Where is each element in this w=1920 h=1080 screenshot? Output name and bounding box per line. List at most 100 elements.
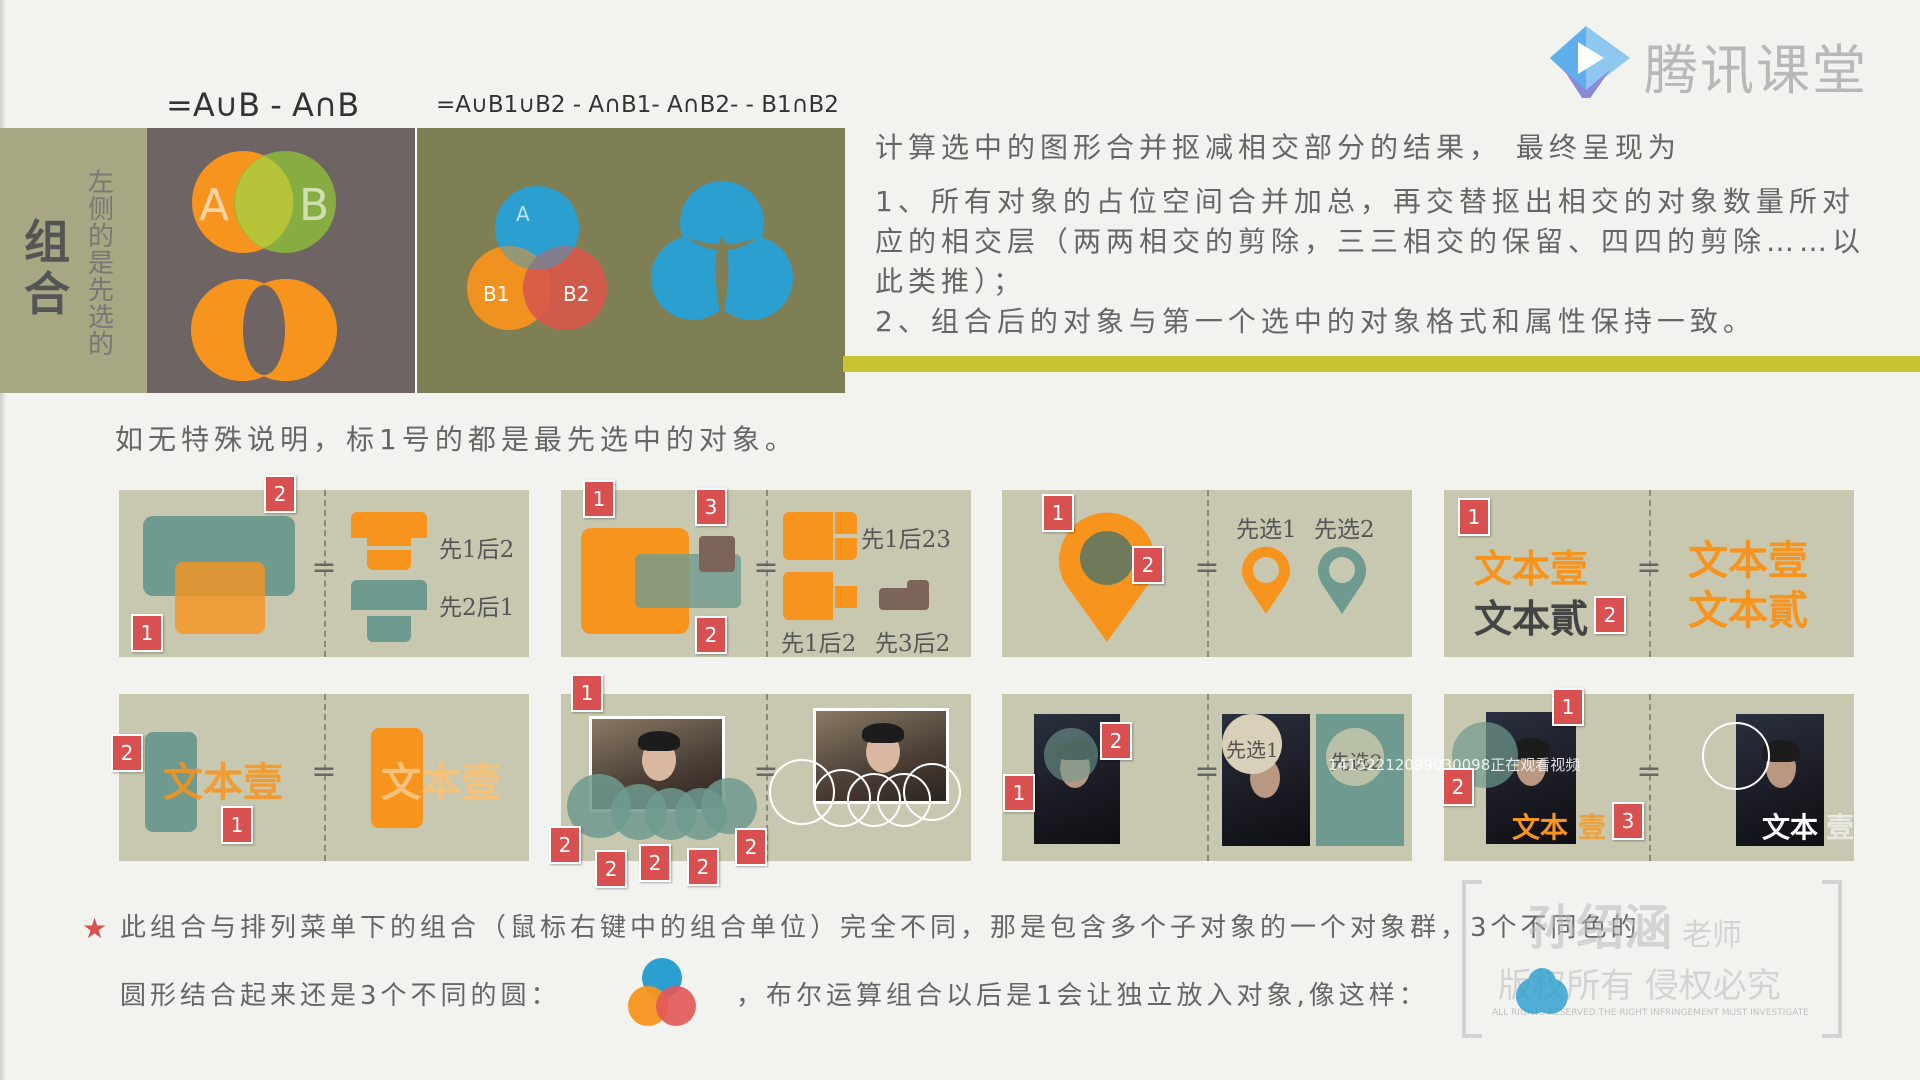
text-two-dark: 文本貳 — [1474, 596, 1589, 641]
equals-sign: = — [1636, 550, 1662, 585]
formula-right: =A∪B1∪B2 - A∩B1- A∩B2- - B1∩B2 — [436, 92, 839, 118]
logo-text: 腾讯课堂 — [1644, 39, 1868, 102]
label-first1-then2: 先1后2 — [781, 631, 857, 657]
card-divider — [324, 490, 326, 657]
teal-circle-overlay — [1044, 728, 1098, 782]
footer-line-2a: 圆形结合起来还是3个不同的圆： — [120, 981, 561, 1011]
tencent-classroom-logo-icon — [1550, 26, 1630, 98]
map-pin-icon-teal — [1318, 546, 1366, 614]
tag-1: 1 — [221, 806, 253, 844]
venn-label-a: A — [199, 180, 230, 231]
label-select2: 先选2 — [1314, 517, 1375, 543]
venn3-label-b1: B1 — [483, 282, 510, 306]
venn3-label-b2: B2 — [563, 282, 590, 306]
label-first3-then2: 先3后2 — [875, 631, 951, 657]
watermark-suffix: 老师 — [1682, 918, 1742, 953]
equals-sign: = — [753, 550, 779, 585]
result-orange-block — [371, 728, 423, 828]
result-orange-shape — [351, 512, 427, 570]
result-shape-32 — [879, 580, 929, 610]
tag-2: 2 — [735, 828, 767, 866]
tag-2: 2 — [1132, 546, 1164, 584]
text-wenben-orange: 文本 — [1512, 811, 1569, 844]
footer-line-1: 此组合与排列菜单下的组合（鼠标右键中的组合单位）完全不同，那是包含多个子对象的一… — [120, 913, 1641, 943]
watermark-circles-icon — [1516, 968, 1568, 1014]
venn-panel-two: A B — [147, 128, 415, 393]
result-text-cutout: 文本壹 — [381, 759, 501, 806]
equals-sign: = — [1636, 754, 1662, 789]
venn-panel-three: A B1 B2 — [415, 128, 845, 393]
example-card-6: 1 2 2 2 2 2 = — [549, 674, 971, 888]
label-first1-then2: 先1后2 — [439, 537, 515, 563]
footer-line-2b: ，布尔运算组合以后是1会让独立放入对象,像这样： — [736, 981, 1429, 1011]
label-first2-then1: 先2后1 — [439, 595, 515, 621]
card-divider — [1207, 490, 1209, 657]
description-line-4: 此类推）； — [875, 265, 1027, 298]
formula-left: =A∪B - A∩B — [166, 86, 360, 124]
result-white-circle-cutout — [1702, 722, 1770, 790]
text-one-orange: 文本壹 — [163, 759, 283, 806]
map-pin-icon-orange — [1242, 546, 1290, 614]
tag-2: 2 — [695, 616, 727, 654]
result-shape-123 — [783, 512, 857, 560]
example-card-5: 文本壹 2 1 = 文本壹 — [111, 694, 529, 861]
sidebar-title: 组合 — [24, 215, 70, 321]
left-edge-shadow — [0, 0, 6, 1080]
equals-sign: = — [311, 754, 337, 789]
tag-3: 3 — [1612, 802, 1644, 840]
description-line-5: 2、组合后的对象与第一个选中的对象格式和属性保持一致。 — [875, 305, 1756, 338]
equals-sign: = — [311, 550, 337, 585]
tag-1: 1 — [1552, 688, 1584, 726]
card-divider — [1649, 694, 1651, 861]
result-hollow-circles — [769, 759, 961, 827]
tag-2: 2 — [595, 850, 627, 888]
sidebar-subtitle: 左侧的是先选的 — [88, 168, 115, 360]
card-divider — [766, 694, 768, 861]
tag-1: 1 — [1458, 498, 1490, 536]
watermark-small: ALL RIGHTS RESERVED.THE RIGHT INFRINGEME… — [1492, 1008, 1809, 1018]
tag-2: 2 — [264, 475, 296, 513]
tag-2: 2 — [549, 826, 581, 864]
three-circles-icon — [628, 958, 696, 1026]
tag-1: 1 — [131, 614, 163, 652]
text-one-orange: 文本壹 — [1474, 546, 1589, 591]
map-pin-shape — [1059, 512, 1155, 642]
result-circle-select2 — [1326, 728, 1384, 786]
result-text-yi: 壹 — [1826, 811, 1855, 844]
tag-2: 2 — [1594, 596, 1626, 634]
tag-3: 3 — [695, 488, 727, 526]
sidebar-panel: 组合 左侧的是先选的 — [0, 128, 147, 393]
equals-sign: = — [1194, 550, 1220, 585]
selection-note: 如无特殊说明，标1号的都是最先选中的对象。 — [115, 423, 798, 456]
description-line-2: 1、所有对象的占位空间合并加总，再交替抠出相交的对象数量所对 — [875, 185, 1855, 218]
tag-1: 1 — [1042, 494, 1074, 532]
tag-1: 1 — [583, 480, 615, 518]
teal-circles-group — [567, 774, 757, 840]
card-divider — [1207, 694, 1209, 861]
viewer-overlay-text: 14152212099030098正在观看视频 — [1328, 756, 1581, 774]
label-select1: 先选1 — [1236, 517, 1297, 543]
example-card-4: 文本壹 文本貳 1 2 = 文本壹 文本貳 — [1444, 490, 1854, 657]
tag-1: 1 — [1003, 774, 1035, 812]
star-icon: ★ — [82, 912, 108, 945]
card-divider — [1649, 490, 1651, 657]
logo: 腾讯课堂 — [1540, 18, 1880, 102]
tag-1: 1 — [571, 674, 603, 712]
label-first1-then23: 先1后23 — [861, 527, 951, 553]
example-card-3: 1 2 = 先选1 先选2 — [1002, 490, 1412, 657]
example-card-8: 文本 壹 1 2 3 = 文本 壹 — [1442, 688, 1855, 861]
description-line-3: 应的相交层（两两相交的剪除，三三相交的保留、四四的剪除……以 — [875, 225, 1866, 258]
tag-2: 2 — [1442, 768, 1474, 806]
result-shape-12 — [783, 572, 857, 620]
tag-2: 2 — [687, 848, 719, 886]
result-text-one: 文本壹 — [1688, 537, 1808, 584]
card-divider — [324, 694, 326, 861]
text-yi-orange: 壹 — [1578, 811, 1607, 844]
venn-three-diagram — [467, 181, 793, 330]
tag-2: 2 — [1100, 722, 1132, 760]
tag-2: 2 — [111, 734, 143, 772]
tag-2: 2 — [639, 844, 671, 882]
label-select2: 先选2 — [1330, 750, 1383, 774]
venn-two-diagram — [190, 151, 338, 381]
